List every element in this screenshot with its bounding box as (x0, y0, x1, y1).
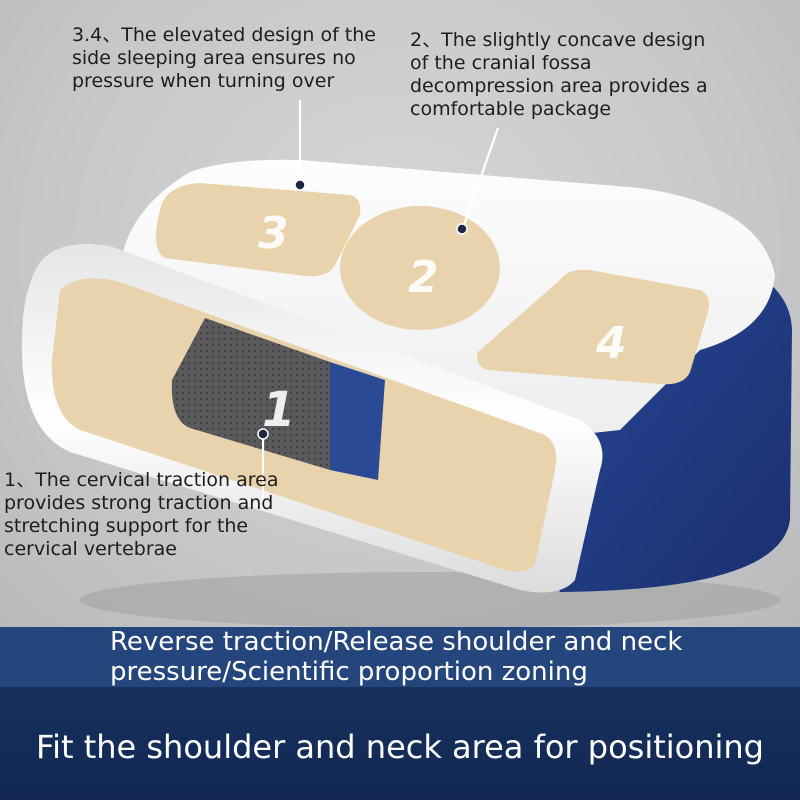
traction-mesh-band (171, 318, 330, 470)
zone-4-number: 4 (595, 318, 627, 369)
callout-zone-1: 1、The cervical traction area provides st… (4, 469, 279, 560)
roll-blue-band (330, 362, 385, 480)
zone-1-number: 1 (262, 382, 295, 438)
zone-4-area (477, 269, 709, 385)
product-stage: 3 2 4 1 3.4、The elevated design of the s… (0, 0, 800, 628)
leader-dot-1 (257, 428, 269, 440)
banner-subtitle: Reverse traction/Release shoulder and ne… (110, 627, 683, 687)
title-band: Fit the shoulder and neck area for posit… (0, 687, 800, 800)
zone-2-number: 2 (408, 252, 439, 303)
banner-title: Fit the shoulder and neck area for posit… (36, 728, 764, 766)
pillow-illustration: 3 2 4 1 (21, 100, 792, 628)
zone-2-area (340, 206, 500, 330)
leader-dot-34 (294, 179, 306, 191)
leader-dot-2 (456, 223, 468, 235)
callout-zone-2: 2、The slightly concave design of the cra… (410, 29, 708, 120)
leader-line-2 (461, 127, 500, 229)
callout-zone-34: 3.4、The elevated design of the side slee… (72, 24, 376, 92)
zone-3-area (156, 183, 361, 277)
zone-3-number: 3 (258, 208, 289, 259)
subtitle-band: Reverse traction/Release shoulder and ne… (0, 627, 800, 687)
